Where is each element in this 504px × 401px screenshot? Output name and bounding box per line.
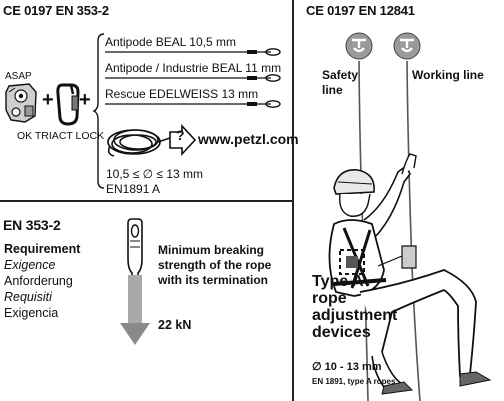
plus-sign-2: + (79, 89, 91, 111)
coiled-rope-icon (107, 123, 197, 157)
asap-device-icon (5, 83, 37, 123)
rope-1-line-icon (105, 48, 281, 56)
plus-sign-1: + (42, 89, 54, 111)
type-a-diameter: ∅ 10 - 13 mm (312, 361, 382, 373)
working-anchor-icon (393, 32, 421, 60)
website-link[interactable]: www.petzl.com (198, 131, 299, 147)
translation-es: Exigencia (4, 306, 59, 320)
question-mark: ? (176, 127, 185, 143)
rope-option-2: Antipode / Industrie BEAL 11 mm (105, 61, 282, 75)
rope-options-brace (92, 33, 105, 189)
safety-line-label: Safety line (322, 68, 359, 97)
ok-triact-lock-label: OK TRIACT LOCK (17, 130, 105, 142)
carabiner-icon (56, 83, 80, 126)
breaking-strength-arrow-icon (120, 218, 150, 345)
strength-description: Minimum breaking strength of the rope wi… (158, 243, 272, 287)
working-line-label: Working line (412, 68, 484, 82)
requirement-label: Requirement (4, 242, 81, 256)
horizontal-divider (0, 200, 292, 202)
translation-fr: Exigence (4, 258, 56, 272)
asap-label: ASAP (5, 71, 32, 82)
type-a-standard: EN 1891, type A ropes (312, 377, 396, 386)
diameter-range: 10,5 ≤ ∅ ≤ 13 mm (106, 167, 203, 181)
rope-option-3: Rescue EDELWEISS 13 mm (105, 87, 259, 101)
type-a-heading: Type A rope adjustment devices (312, 273, 398, 341)
safety-anchor-icon (345, 32, 373, 60)
rope-3-line-icon (105, 100, 281, 108)
section-header-en12841: CE 0197 EN 12841 (306, 3, 415, 18)
section-header-en353-2: CE 0197 EN 353-2 (3, 3, 109, 18)
strength-value: 22 kN (158, 318, 192, 332)
vertical-divider (292, 0, 294, 401)
translation-it: Requisiti (4, 290, 52, 304)
rope-option-1: Antipode BEAL 10,5 mm (105, 35, 236, 49)
standard-en1891: EN1891 A (106, 182, 161, 196)
rope-access-worker-illustration (328, 60, 492, 401)
rope-2-line-icon (105, 74, 281, 82)
section-header-requirement: EN 353-2 (3, 217, 61, 233)
translation-de: Anforderung (4, 274, 73, 288)
